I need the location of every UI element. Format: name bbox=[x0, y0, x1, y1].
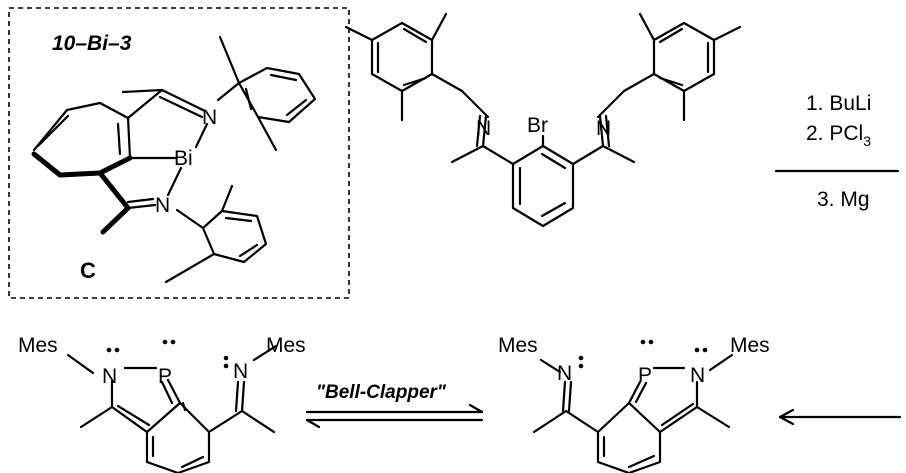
reagent-step-2-prefix: 2. PCl bbox=[806, 122, 863, 145]
precursor-br-atom: Br bbox=[527, 114, 548, 137]
compound-c-structure bbox=[31, 35, 317, 284]
compound-c-n-bottom: N bbox=[155, 194, 170, 217]
left-n-ring: N bbox=[102, 365, 117, 388]
compound-c-letter: C bbox=[80, 258, 96, 283]
bell-clapper-label: "Bell-Clapper" bbox=[316, 382, 447, 403]
right-n-imine: N bbox=[557, 362, 572, 385]
right-p-atom: P bbox=[638, 364, 652, 387]
reaction-arrow bbox=[778, 408, 902, 426]
left-p-atom: P bbox=[158, 365, 172, 388]
right-mes-imine: Mes bbox=[498, 334, 538, 357]
reagent-step-2: 2. PCl3 bbox=[806, 122, 871, 149]
right-lone-pairs bbox=[578, 339, 708, 369]
precursor-structure bbox=[344, 12, 742, 228]
reagent-step-1: 1. BuLi bbox=[806, 92, 871, 115]
compound-c-title: 10–Bi–3 bbox=[52, 32, 132, 55]
right-mes-n: Mes bbox=[730, 334, 770, 357]
precursor-n-left: N bbox=[476, 117, 491, 140]
equilibrium-arrows bbox=[305, 403, 484, 429]
left-lone-pairs bbox=[106, 339, 229, 369]
left-mes-imine: Mes bbox=[266, 334, 306, 357]
precursor-n-right: N bbox=[596, 117, 611, 140]
right-phosphole-structure bbox=[532, 353, 734, 473]
compound-c-n-top: N bbox=[202, 106, 217, 129]
left-phosphole-structure bbox=[66, 344, 278, 473]
left-n-imine: N bbox=[233, 360, 248, 383]
reagent-step-3: 3. Mg bbox=[817, 188, 870, 211]
compound-c-bi-atom: Bi bbox=[174, 147, 193, 170]
left-mes-n: Mes bbox=[18, 334, 58, 357]
right-n-ring: N bbox=[690, 364, 705, 387]
reagent-step-2-subscript: 3 bbox=[863, 133, 871, 149]
